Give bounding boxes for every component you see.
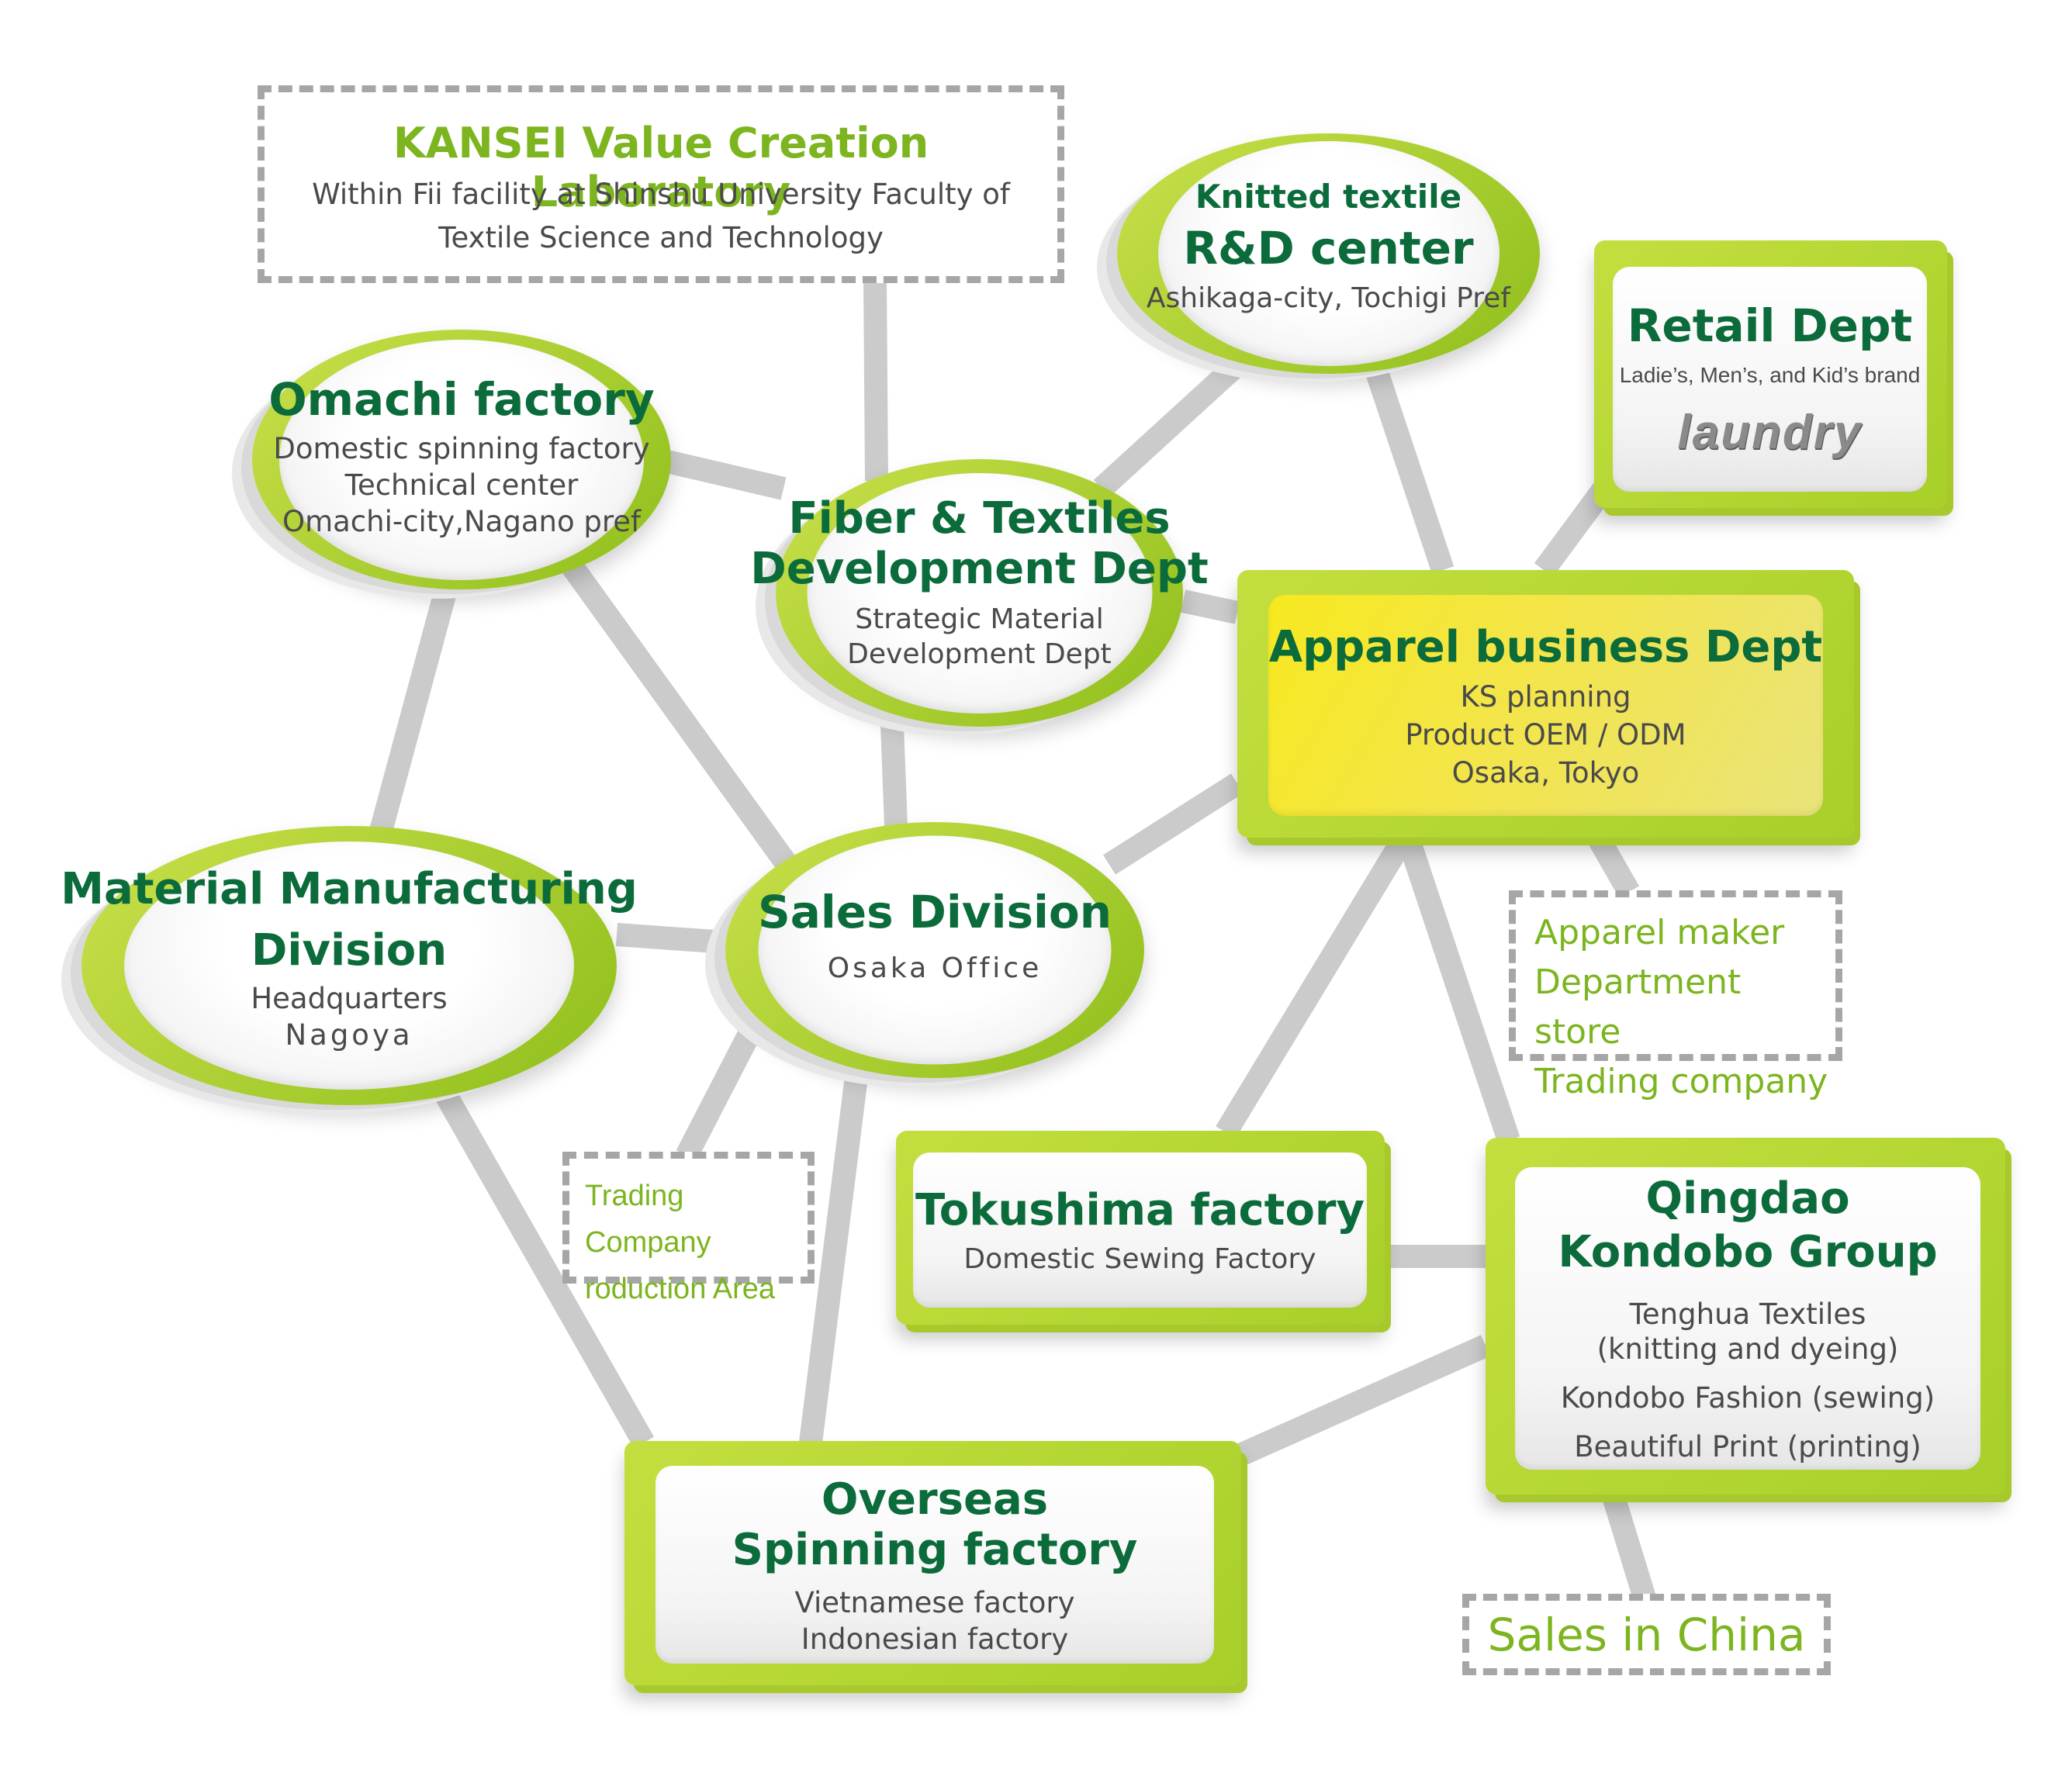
fiber-line1: Strategic Material <box>855 603 1104 635</box>
qingdao-title2: Kondobo Group <box>1558 1227 1938 1277</box>
laundry-logo: laundry <box>1677 405 1863 459</box>
link-rd-apparel <box>1365 368 1455 574</box>
qingdao-line1: Tenghua Textiles <box>1629 1298 1866 1331</box>
retail-dept-brands: Ladie’s, Men’s, and Kid’s brand <box>1619 362 1921 387</box>
link-fiber-apparel <box>1180 589 1240 624</box>
omachi-line3: Omachi-city,Nagano pref <box>282 505 642 538</box>
qingdao-title1: Qingdao <box>1645 1173 1850 1224</box>
material-title1: Material Manufacturing <box>61 864 638 914</box>
client-apparel-maker: Apparel maker <box>1534 913 1785 952</box>
trading-company-label: Trading Company <box>585 1180 711 1259</box>
link-omachi-fiber <box>664 450 787 500</box>
link-fiber-sales <box>880 724 908 827</box>
kansei-lab-box: KANSEI Value Creation Laboratory Within … <box>258 85 1064 283</box>
link-rd-fiber <box>1093 355 1246 498</box>
omachi-line2: Technical center <box>344 468 579 502</box>
qingdao-kondobo-node: Qingdao Kondobo Group Tenghua Textiles (… <box>1486 1138 2005 1495</box>
tokushima-factory-node: Tokushima factory Domestic Sewing Factor… <box>896 1131 1385 1325</box>
sales-division-title: Sales Division <box>757 885 1112 938</box>
fiber-line2: Development Dept <box>847 638 1112 670</box>
client-department-store: Department store <box>1534 962 1742 1052</box>
apparel-clients-box: Apparel maker Department store Trading c… <box>1509 890 1842 1101</box>
link-material-sales <box>615 923 727 954</box>
material-title2: Division <box>251 925 448 976</box>
fiber-title1: Fiber & Textiles <box>788 492 1171 544</box>
trading-area-box: Trading Company roduction Area <box>562 1152 815 1305</box>
retail-dept-node: Retail Dept Ladie’s, Men’s, and Kid’s br… <box>1594 240 1947 508</box>
qingdao-line2: (knitting and dyeing) <box>1596 1332 1899 1366</box>
rd-center-title1: Knitted textile <box>1195 178 1462 216</box>
link-apparel-qingdao <box>1396 834 1520 1144</box>
rd-center-location: Ashikaga-city, Tochigi Pref <box>1146 282 1511 314</box>
kansei-lab-title: KANSEI Value Creation Laboratory <box>393 119 929 216</box>
link-apparel-tokushima <box>1216 831 1414 1139</box>
fiber-title2: Development Dept <box>750 543 1209 594</box>
fiber-textiles-node: Fiber & Textiles Development Dept Strate… <box>750 459 1209 727</box>
link-qingdao-overseas <box>1228 1335 1491 1469</box>
retail-dept-title: Retail Dept <box>1627 299 1913 352</box>
tokushima-title: Tokushima factory <box>915 1185 1365 1235</box>
link-sales-trading <box>676 1030 759 1161</box>
link-apparel-clients <box>1587 831 1640 898</box>
kansei-lab-line2: Textile Science and Technology <box>438 221 884 254</box>
qingdao-line3: Kondobo Fashion (sewing) <box>1560 1381 1935 1415</box>
client-trading-company: Trading company <box>1534 1062 1828 1101</box>
china-sales-label: Sales in China <box>1487 1608 1806 1661</box>
link-qingdao-china <box>1602 1493 1656 1602</box>
link-omachi-material <box>368 586 458 837</box>
material-line1: Headquarters <box>251 982 448 1015</box>
production-area-label: roduction Area <box>585 1273 776 1305</box>
apparel-line3: Osaka, Tokyo <box>1451 755 1640 790</box>
rd-center-title2: R&D center <box>1183 222 1474 275</box>
overseas-line2: Indonesian factory <box>801 1622 1069 1656</box>
overseas-line1: Vietnamese factory <box>794 1585 1075 1619</box>
link-sales-overseas <box>799 1069 869 1444</box>
apparel-line2: Product OEM / ODM <box>1405 717 1686 752</box>
china-sales-box: Sales in China <box>1462 1594 1831 1675</box>
overseas-title1: Overseas <box>821 1474 1049 1525</box>
overseas-title2: Spinning factory <box>732 1524 1138 1575</box>
apparel-business-title: Apparel business Dept <box>1268 621 1823 672</box>
rd-center-node: Knitted textile R&D center Ashikaga-city… <box>1117 133 1540 374</box>
link-material-overseas <box>427 1076 655 1449</box>
omachi-line1: Domestic spinning factory <box>273 432 650 465</box>
link-sales-apparel <box>1102 773 1244 875</box>
omachi-factory-node: Omachi factory Domestic spinning factory… <box>252 330 671 589</box>
apparel-line1: KS planning <box>1460 679 1631 714</box>
kansei-lab-line1: Within Fii facility at Shinshu Universit… <box>312 178 1010 211</box>
link-kansei-fiber <box>863 278 888 482</box>
qingdao-line4: Beautiful Print (printing) <box>1574 1430 1922 1463</box>
material-manufacturing-node: Material Manufacturing Division Headquar… <box>61 826 638 1105</box>
apparel-business-node: Apparel business Dept KS planning Produc… <box>1237 570 1854 838</box>
material-line2: Nagoya <box>285 1018 413 1052</box>
sales-division-node: Sales Division Osaka Office <box>725 822 1144 1078</box>
link-omachi-sales <box>556 551 797 872</box>
sales-division-office: Osaka Office <box>827 952 1043 984</box>
omachi-factory-title: Omachi factory <box>268 373 655 426</box>
overseas-spinning-node: Overseas Spinning factory Vietnamese fac… <box>624 1441 1241 1685</box>
tokushima-sub: Domestic Sewing Factory <box>963 1243 1316 1275</box>
